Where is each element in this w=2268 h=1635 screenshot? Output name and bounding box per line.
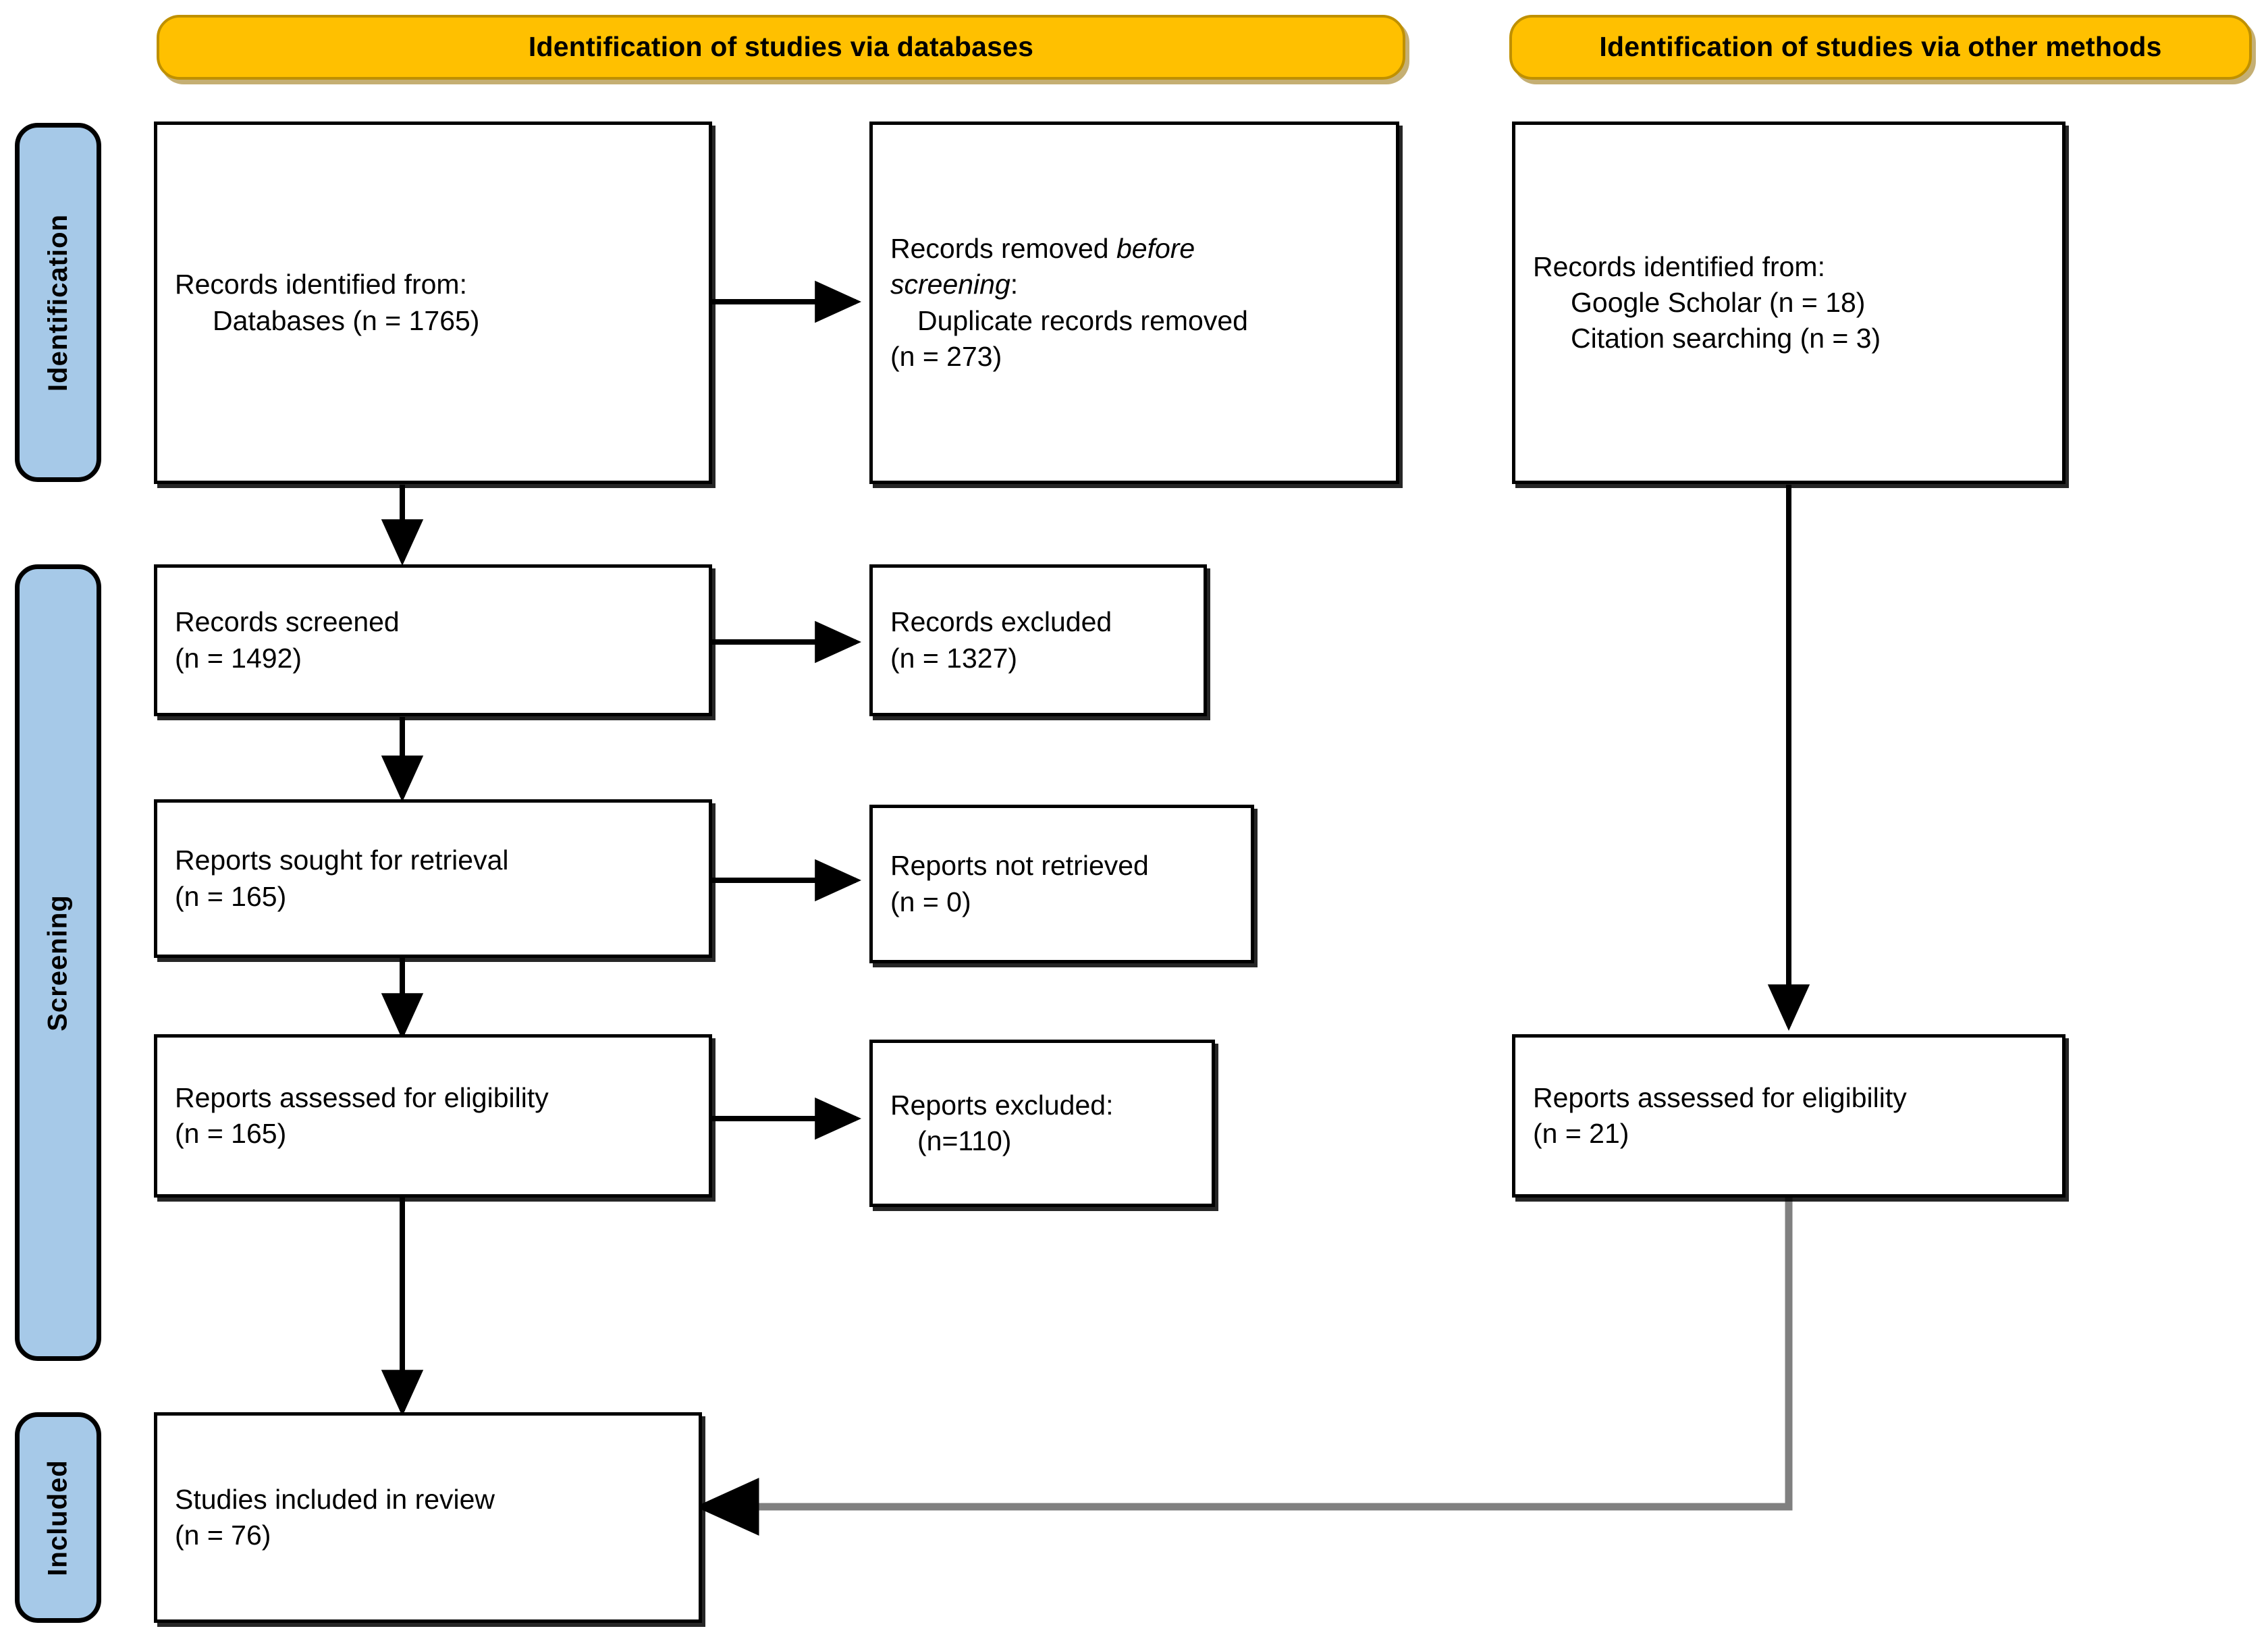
- records-screened-line1: Records screened: [175, 606, 400, 638]
- box-records-screened: Records screened (n = 1492): [154, 564, 712, 716]
- box-reports-sought-text: Reports sought for retrieval (n = 165): [157, 842, 709, 915]
- records-removed-line1: Records removed before: [890, 231, 1378, 267]
- box-records-screened-text: Records screened (n = 1492): [157, 604, 709, 676]
- banner-other-methods-label: Identification of studies via other meth…: [1599, 31, 2162, 63]
- records-excluded-line1: Records excluded: [890, 606, 1112, 638]
- records-removed-line1-a: Records removed: [890, 232, 1116, 264]
- records-screened-line2: (n = 1492): [175, 642, 302, 674]
- records-removed-line4: (n = 273): [890, 340, 1002, 372]
- stage-pill-included: Included: [15, 1412, 101, 1623]
- box-records-identified: Records identified from: Databases (n = …: [154, 122, 712, 484]
- box-records-removed-text: Records removed before screening: Duplic…: [873, 231, 1396, 375]
- records-identified-line1: Records identified from:: [175, 269, 467, 300]
- stage-label-identification: Identification: [43, 213, 73, 392]
- banner-databases-label: Identification of studies via databases: [528, 31, 1034, 63]
- reports-assessed-other-line2: (n = 21): [1533, 1118, 1629, 1149]
- banner-databases: Identification of studies via databases: [157, 15, 1405, 80]
- connector-other-assessed-to-included: [695, 1197, 1793, 1536]
- records-removed-line2: screening:: [890, 267, 1378, 302]
- box-records-excluded: Records excluded (n = 1327): [869, 564, 1207, 716]
- box-records-excluded-text: Records excluded (n = 1327): [873, 604, 1204, 676]
- reports-assessed-line2: (n = 165): [175, 1118, 287, 1149]
- box-reports-excluded: Reports excluded: (n=110): [869, 1040, 1215, 1207]
- box-records-identified-other-text: Records identified from: Google Scholar …: [1515, 249, 2062, 357]
- box-records-identified-other: Records identified from: Google Scholar …: [1512, 122, 2066, 484]
- box-reports-not-retrieved-text: Reports not retrieved (n = 0): [873, 848, 1251, 920]
- box-reports-sought: Reports sought for retrieval (n = 165): [154, 799, 712, 958]
- stage-label-included: Included: [43, 1459, 73, 1576]
- records-removed-line1-b: before: [1116, 232, 1195, 264]
- records-identified-other-line1: Records identified from:: [1533, 250, 1825, 282]
- box-reports-assessed-text: Reports assessed for eligibility (n = 16…: [157, 1080, 709, 1152]
- records-identified-other-line3: Citation searching (n = 3): [1571, 323, 1881, 354]
- studies-included-line1: Studies included in review: [175, 1483, 495, 1515]
- reports-excluded-line2: (n=110): [917, 1125, 1012, 1156]
- studies-included-line2: (n = 76): [175, 1520, 271, 1551]
- box-records-identified-text: Records identified from: Databases (n = …: [157, 267, 709, 339]
- records-identified-line2: Databases (n = 1765): [213, 304, 480, 336]
- box-reports-assessed-other-text: Reports assessed for eligibility (n = 21…: [1515, 1080, 2062, 1152]
- reports-assessed-other-line1: Reports assessed for eligibility: [1533, 1081, 1907, 1113]
- records-removed-line2-a: screening: [890, 269, 1010, 300]
- records-removed-line2-b: :: [1010, 269, 1019, 300]
- stage-pill-identification: Identification: [15, 123, 101, 482]
- reports-excluded-line1: Reports excluded:: [890, 1089, 1114, 1121]
- box-studies-included-text: Studies included in review (n = 76): [157, 1482, 699, 1554]
- reports-assessed-line1: Reports assessed for eligibility: [175, 1081, 549, 1113]
- records-excluded-line2: (n = 1327): [890, 642, 1018, 674]
- reports-not-retrieved-line1: Reports not retrieved: [890, 850, 1149, 882]
- records-removed-line3: Duplicate records removed: [917, 304, 1248, 336]
- banner-other-methods: Identification of studies via other meth…: [1509, 15, 2252, 80]
- box-reports-not-retrieved: Reports not retrieved (n = 0): [869, 805, 1254, 963]
- box-reports-assessed: Reports assessed for eligibility (n = 16…: [154, 1034, 712, 1198]
- reports-sought-line1: Reports sought for retrieval: [175, 845, 509, 876]
- stage-pill-screening: Screening: [15, 564, 101, 1361]
- reports-not-retrieved-line2: (n = 0): [890, 886, 971, 917]
- box-reports-excluded-text: Reports excluded: (n=110): [873, 1088, 1212, 1160]
- reports-sought-line2: (n = 165): [175, 880, 287, 912]
- box-studies-included: Studies included in review (n = 76): [154, 1412, 702, 1623]
- box-records-removed: Records removed before screening: Duplic…: [869, 122, 1399, 484]
- box-reports-assessed-other: Reports assessed for eligibility (n = 21…: [1512, 1034, 2066, 1198]
- records-identified-other-line2: Google Scholar (n = 18): [1571, 286, 1866, 318]
- stage-label-screening: Screening: [43, 894, 73, 1031]
